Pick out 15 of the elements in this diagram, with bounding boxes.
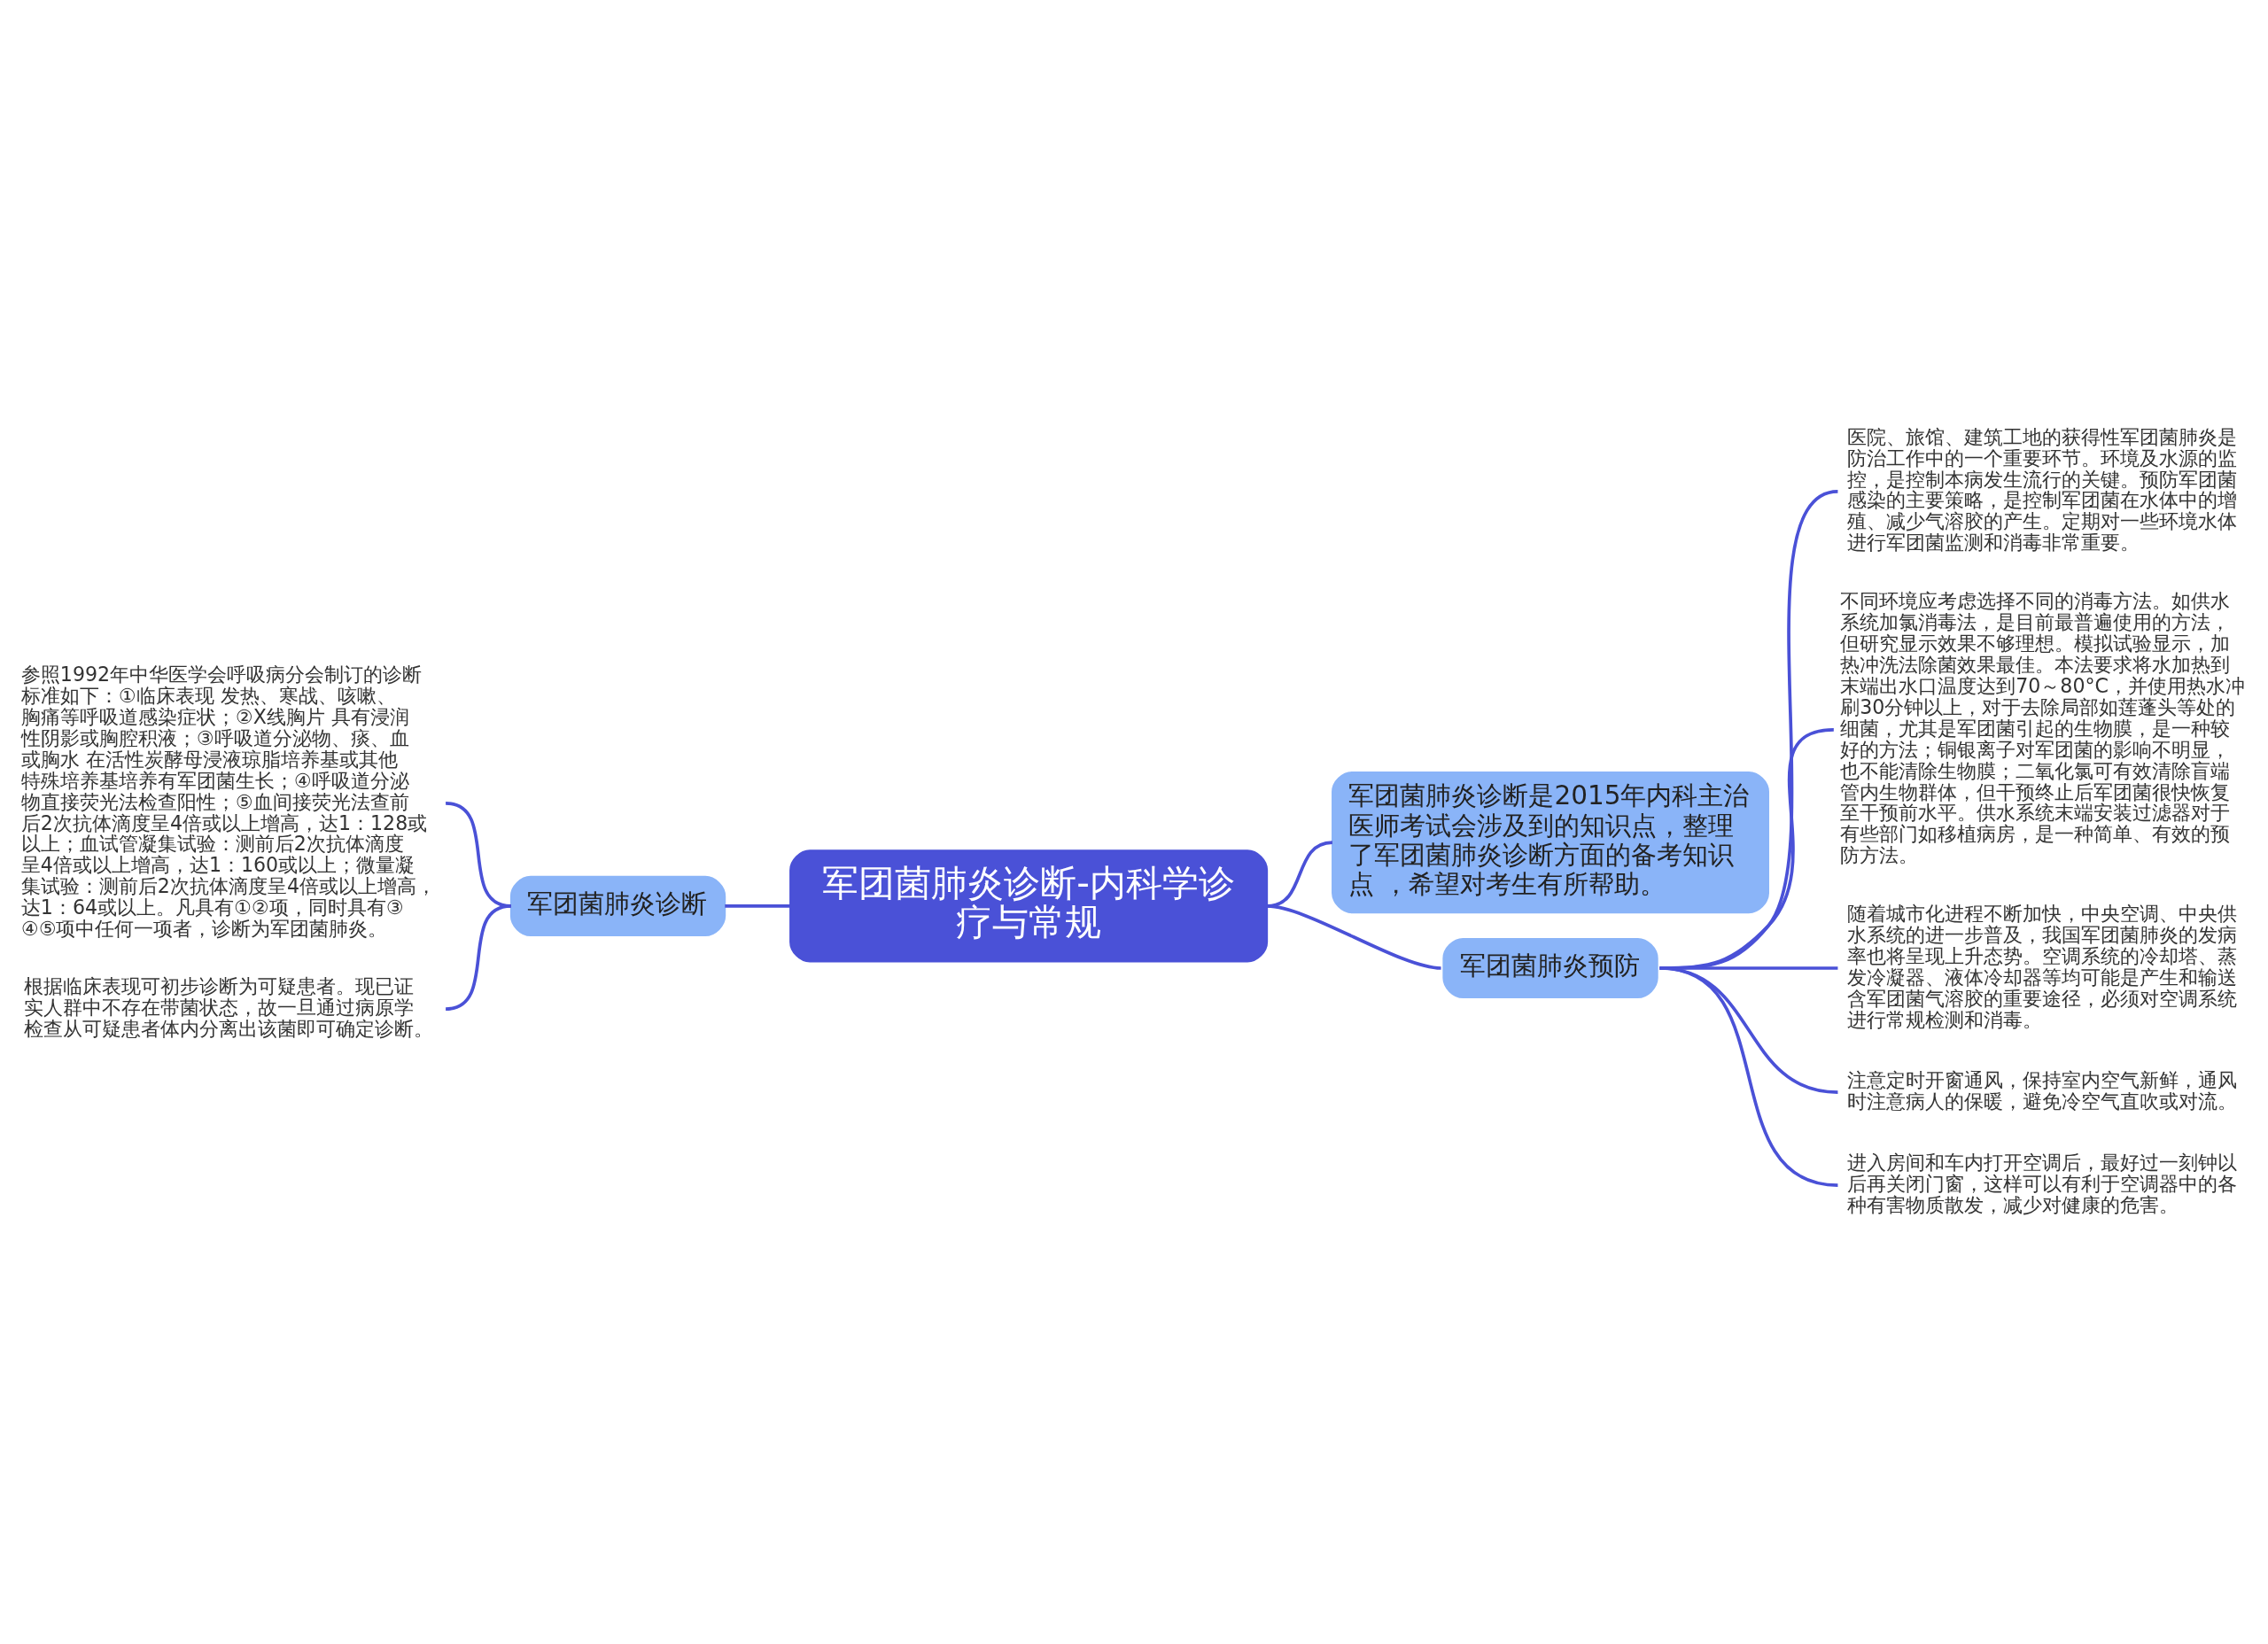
node-box: 军团菌肺炎诊断	[509, 875, 726, 936]
node-text: 不同环境应考虑选择不同的消毒方法。如供水系统加氯消毒法，是目前最普遍使用的方法，但研究显示效果不够理想。模拟试验显示，加热冲洗法除菌效果最佳。本法要求将水加热到末端出水口温度达到70～80°C，并使用热水冲刷30分钟以上，对于去除局部如莲蓬头等处的细菌，尤其是军团菌引起的生物膜，是一种较好的方法；铜银离子对军团菌的影响不明显，也不能清除生物膜；二氧化氯可有效清除盲端管内生物群体，但干预终止后军团菌很快恢复至干预前水平。供水系统末端安装过滤器对于有些部门如移植病房，是一种简单、有效的预防方法。	[1840, 588, 2245, 866]
connector	[1659, 965, 1838, 1187]
node-box: 军团菌肺炎诊断是2015年内科主治医师考试会涉及到的知识点，整理了军团菌肺炎诊断方面的备考知识点 ，希望对考生有所帮助。	[1332, 771, 1769, 913]
node-text: 参照1992年中华医学会呼吸病分会制订的诊断标准如下：①临床表现 发热、寒战、咳嗽、胸痛等呼吸道感染症状；②X线胸片 具有浸润性阴影或胸腔积液；③呼吸道分泌物、痰、血或胸水 在活性炭酵母浸液琼脂培养基或其他特殊培养基培养有军团菌生长；④呼吸道分泌物直接荧光法检查阳性；⑤血间接荧光法查前后2次抗体滴度呈4倍或以上增高，达1：128或以上；血试管凝集试验：测前后2次抗体滴度呈4倍或以上增高，达1：160或以上；微量凝集试验：测前后2次抗体滴度呈4倍或以上增高，达1：64或以上。凡具有①②项，同时具有③④⑤项中任何一项者，诊断为军团菌肺炎。	[20, 662, 436, 940]
node-text: 随着城市化进程不断加快，中央空调、中央供水系统的进一步普及，我国军团菌肺炎的发病率也将呈现上升态势。空调系统的冷却塔、蒸发冷凝器、液体冷却器等均可能是产生和输送含军团菌气溶胶的重要途径，必须对空调系统进行常规检测和消毒。	[1846, 901, 2237, 1031]
node-text: 注意定时开窗通风，保持室内空气新鲜，通风时注意病人的保暖，避免冷空气直吹或对流。	[1846, 1067, 2237, 1113]
connector	[445, 903, 512, 1011]
connector	[1267, 903, 1441, 970]
connector	[725, 903, 790, 908]
node-text: 根据临床表现可初步诊断为可疑患者。现已证实人群中不存在带菌状态，故一旦通过病原学检查从可疑患者体内分离出该菌即可确定诊断。	[23, 973, 433, 1040]
node-box: 军团菌肺炎诊断-内科学诊疗与常规	[789, 849, 1269, 963]
node-text: 进入房间和车内打开空调后，最好过一刻钟以后再关闭门窗，这样可以有利于空调器中的各种有害物质散发，减少对健康的危害。	[1846, 1150, 2237, 1216]
node-box: 军团菌肺炎预防	[1442, 937, 1658, 998]
node-text: 医院、旅馆、建筑工地的获得性军团菌肺炎是防治工作中的一个重要环节。环境及水源的监控，是控制本病发生流行的关键。预防军团菌感染的主要策略，是控制军团菌在水体中的增殖、减少气溶胶的产生。定期对一些环境水体进行军团菌监测和消毒非常重要。	[1846, 424, 2237, 554]
